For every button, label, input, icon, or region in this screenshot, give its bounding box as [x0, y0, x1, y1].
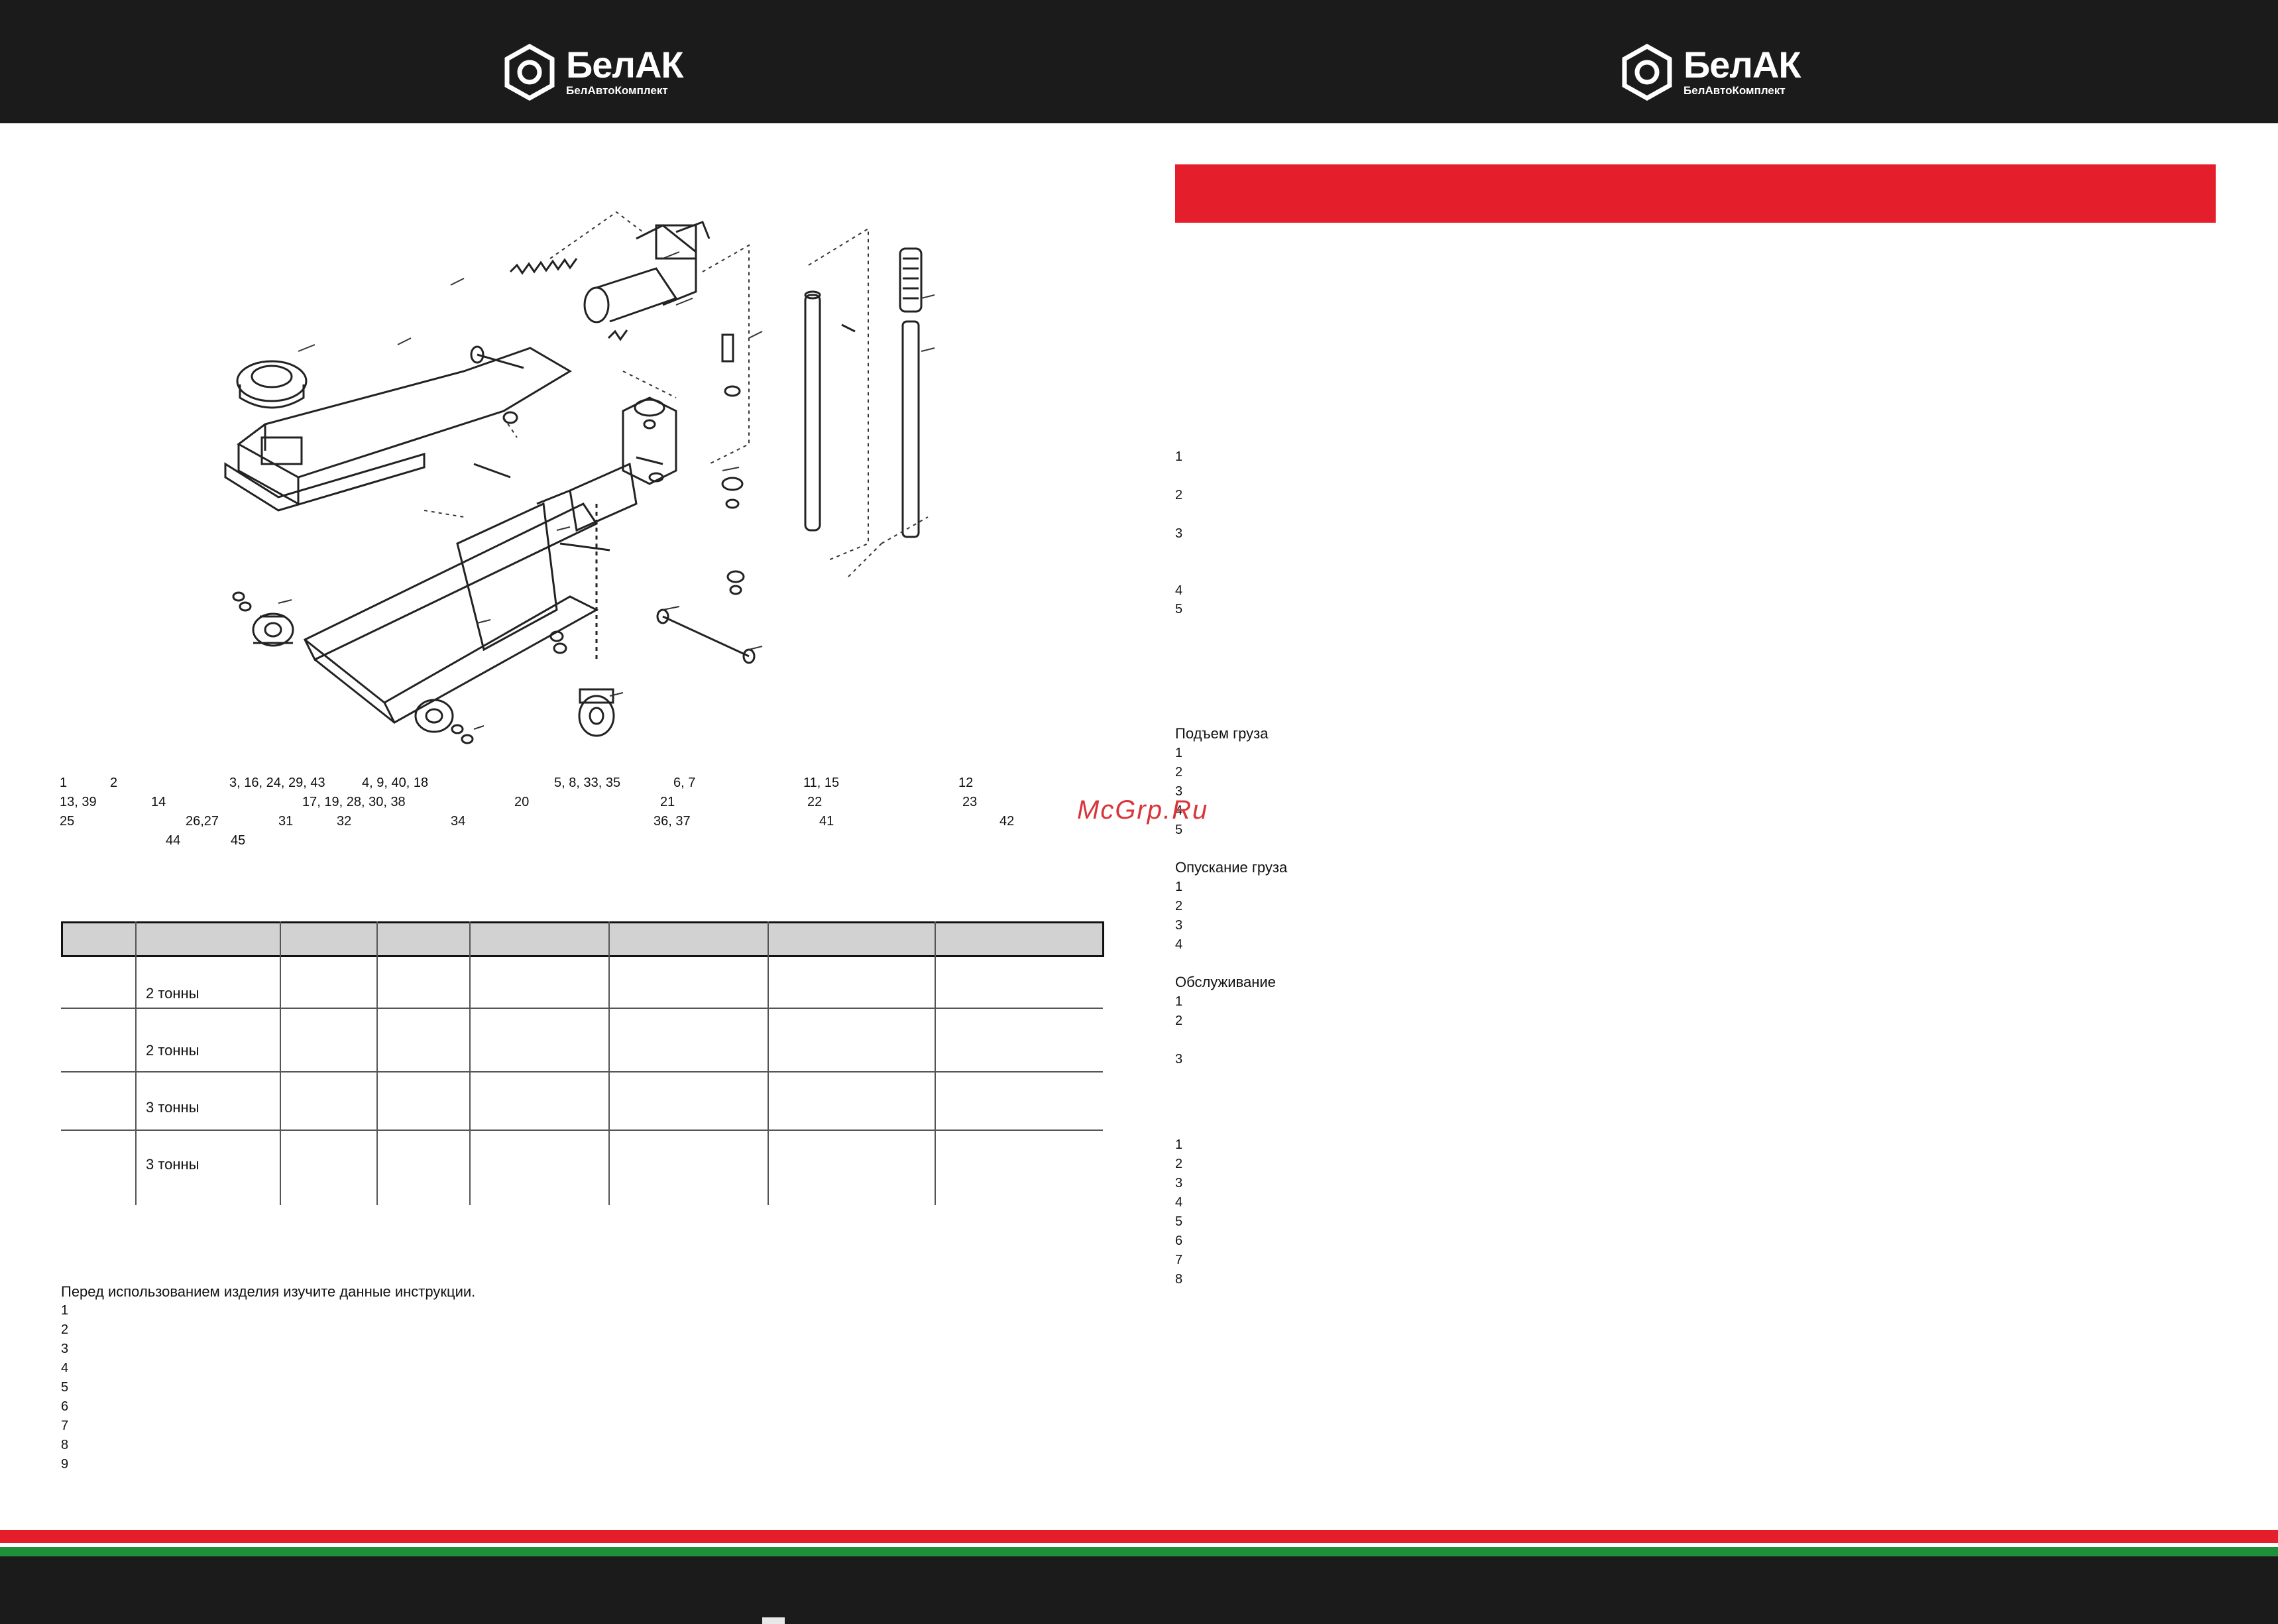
list-item: 8	[1175, 1272, 1183, 1287]
footer-green-stripe	[0, 1547, 2278, 1556]
list-item: 2	[1175, 488, 1183, 502]
legend-number: 41	[819, 814, 834, 829]
legend-number: 17, 19, 28, 30, 38	[302, 795, 406, 809]
legend-number: 4, 9, 40, 18	[362, 776, 429, 790]
brand-subtitle: БелАвтоКомплект	[566, 84, 668, 97]
brand-logo-left: БелАК БелАвтоКомплект	[501, 44, 684, 101]
list-item: 2	[1175, 899, 1183, 913]
heading-service: Обслуживание	[1175, 974, 1276, 990]
legend-number: 36, 37	[654, 814, 691, 829]
list-item: 4	[1175, 937, 1183, 952]
list-item: 3	[1175, 526, 1183, 541]
legend-number: 1	[60, 776, 68, 790]
list-item: 2	[1175, 1014, 1183, 1028]
list-item: 2	[1175, 765, 1183, 780]
brand-name: БелАК	[1683, 44, 1801, 86]
footer-white-stripe	[0, 1543, 2278, 1547]
legend-number: 42	[999, 814, 1015, 829]
legend-number: 34	[451, 814, 466, 829]
legend-number: 6, 7	[673, 776, 696, 790]
legend-number: 22	[807, 795, 823, 809]
legend-number: 45	[231, 833, 246, 848]
list-item: 1	[1175, 746, 1183, 760]
list-item: 4	[1175, 583, 1183, 598]
table-row-model: 2 тонны	[146, 985, 199, 1002]
list-item: 7	[1175, 1253, 1183, 1267]
list-item: 3	[1175, 1176, 1183, 1190]
brand-logo-right: БелАК БелАвтоКомплект	[1619, 44, 1801, 101]
list-item: 5	[1175, 1214, 1183, 1229]
brand-hex-icon	[504, 44, 555, 101]
legend-number: 21	[660, 795, 675, 809]
legend-number: 25	[60, 814, 75, 829]
list-item: 1	[1175, 994, 1183, 1009]
list-item: 9	[61, 1457, 69, 1472]
brand-hex-icon	[1622, 44, 1672, 101]
jack-exploded-diagram	[224, 211, 935, 744]
heading-lowering: Опускание груза	[1175, 859, 1288, 876]
page-marker	[762, 1617, 785, 1624]
list-item: 5	[1175, 823, 1183, 837]
list-item: 1	[61, 1303, 69, 1318]
list-item: 1	[1175, 880, 1183, 894]
heading-lifting: Подъем груза	[1175, 725, 1269, 742]
list-item: 6	[61, 1399, 69, 1414]
list-item: 1	[1175, 449, 1183, 464]
footer-red-stripe	[0, 1530, 2278, 1543]
watermark: McGrp.Ru	[1077, 795, 1209, 825]
section-title-band	[1175, 164, 2216, 223]
legend-number: 31	[278, 814, 294, 829]
list-item: 8	[61, 1438, 69, 1452]
list-item: 2	[61, 1322, 69, 1337]
list-item: 4	[1175, 803, 1183, 818]
legend-number: 14	[151, 795, 166, 809]
brand-name: БелАК	[566, 44, 684, 86]
table-row-model: 2 тонны	[146, 1042, 199, 1059]
legend-number: 23	[962, 795, 978, 809]
legend-number: 13, 39	[60, 795, 97, 809]
legend-number: 3, 16, 24, 29, 43	[229, 776, 325, 790]
brand-subtitle: БелАвтоКомплект	[1683, 84, 1786, 97]
list-item: 4	[61, 1361, 69, 1375]
legend-number: 11, 15	[803, 776, 840, 790]
list-item: 3	[61, 1342, 69, 1356]
list-item: 4	[1175, 1195, 1183, 1210]
legend-number: 20	[514, 795, 530, 809]
legend-number: 32	[337, 814, 352, 829]
list-item: 5	[1175, 602, 1183, 616]
list-item: 1	[1175, 1137, 1183, 1152]
list-item: 2	[1175, 1157, 1183, 1171]
legend-number: 26,27	[186, 814, 219, 829]
legend-number: 44	[166, 833, 181, 848]
spec-table: 2 тонны 2 тонны 3 тонны 3 тонны	[61, 921, 1104, 1206]
legend-number: 2	[110, 776, 118, 790]
list-item: 3	[1175, 918, 1183, 933]
list-item: 6	[1175, 1234, 1183, 1248]
legend-number: 12	[958, 776, 974, 790]
list-item: 5	[61, 1380, 69, 1395]
header-bar: БелАК БелАвтоКомплект БелАК БелАвтоКомпл…	[0, 0, 2278, 123]
table-row-model: 3 тонны	[146, 1099, 199, 1116]
list-item: 3	[1175, 784, 1183, 799]
footer-bar	[0, 1556, 2278, 1624]
table-header	[61, 921, 1104, 957]
parts-legend: 1 2 3, 16, 24, 29, 43 4, 9, 40, 18 5, 8,…	[60, 776, 1094, 855]
list-item: 7	[61, 1419, 69, 1433]
legend-number: 5, 8, 33, 35	[554, 776, 621, 790]
list-item: 3	[1175, 1052, 1183, 1067]
instructions-intro: Перед использованием изделия изучите дан…	[61, 1283, 476, 1300]
table-row-model: 3 тонны	[146, 1156, 199, 1173]
